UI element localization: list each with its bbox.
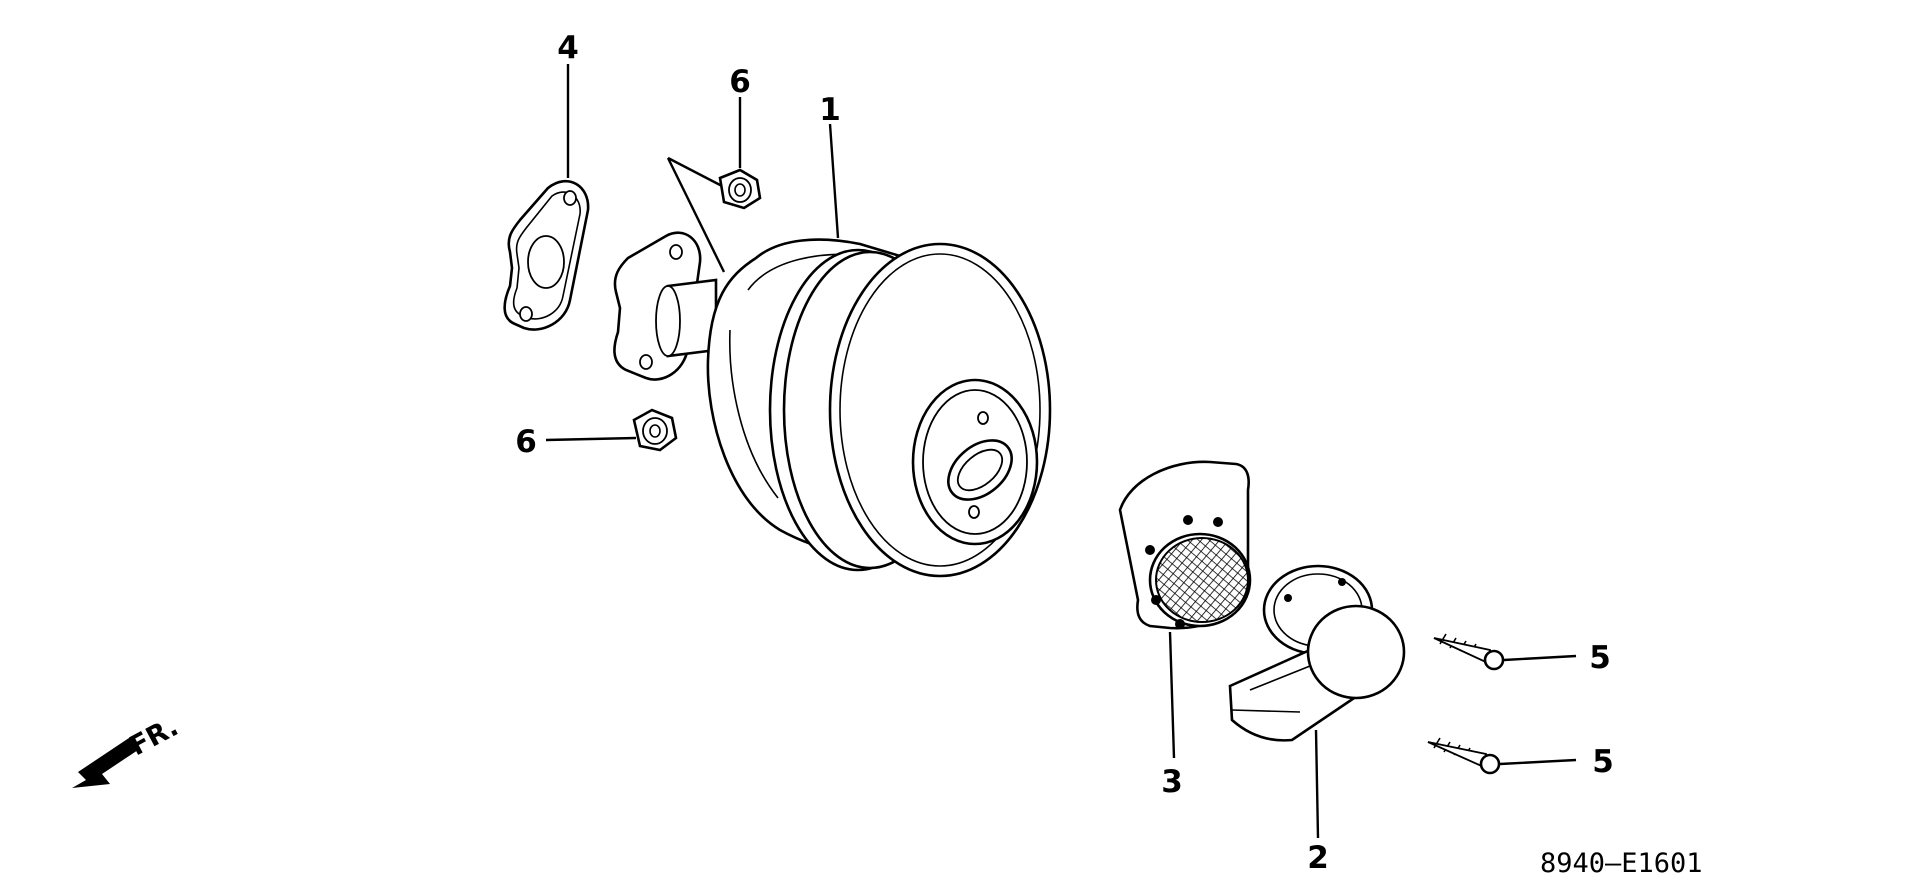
tapping-screw-part-5-upper <box>1433 633 1505 671</box>
tapping-screw-part-5-lower <box>1427 737 1501 775</box>
diagram-code: 8940—E1601 <box>1540 848 1703 879</box>
callout-6-upper: 6 <box>729 64 751 100</box>
deflector-part-2 <box>1228 564 1406 742</box>
callout-5-lower: 5 <box>1592 744 1614 780</box>
callout-2: 2 <box>1307 840 1329 876</box>
callout-5-upper: 5 <box>1589 640 1611 676</box>
muffler-part-1 <box>613 231 1052 578</box>
gasket-part-4 <box>503 179 590 331</box>
flange-nut-part-6-upper <box>718 168 762 210</box>
front-direction-arrow-icon <box>72 736 138 788</box>
callout-1: 1 <box>819 92 841 128</box>
flange-nut-part-6-lower <box>632 408 678 452</box>
callout-3: 3 <box>1161 764 1183 800</box>
leader-lines <box>545 64 1577 839</box>
front-direction-label: FR. <box>125 711 184 762</box>
callout-6-lower: 6 <box>515 424 537 460</box>
spark-arrester-part-3 <box>1118 460 1252 630</box>
callout-4: 4 <box>557 30 579 66</box>
